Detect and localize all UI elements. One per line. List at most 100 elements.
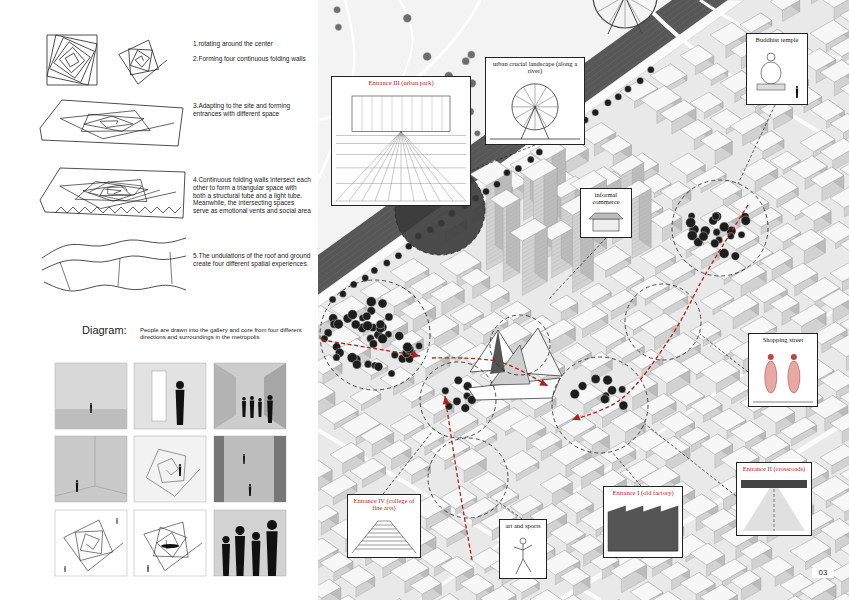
buildings <box>318 0 849 600</box>
focus-circle <box>625 284 701 360</box>
tree <box>376 320 385 329</box>
building-roof <box>700 509 738 532</box>
figure-arms <box>514 545 532 550</box>
building-roof <box>400 298 435 320</box>
tree <box>395 331 404 340</box>
building-floor-line <box>632 198 651 209</box>
building-roof <box>780 263 818 286</box>
building-floor-line <box>632 194 651 205</box>
panel-wall <box>264 363 286 429</box>
building-roof <box>570 457 604 478</box>
building-floor-line <box>632 226 651 237</box>
visitor-routes <box>322 205 748 560</box>
tree <box>527 156 534 163</box>
perspective-grid <box>336 201 466 202</box>
building-floor-line <box>522 240 547 254</box>
building-roof <box>550 595 587 600</box>
building-floor-line <box>552 244 573 256</box>
tree <box>350 281 357 288</box>
triangular-space-sketch <box>55 207 181 213</box>
figure-head <box>258 398 261 401</box>
tree <box>686 218 696 228</box>
building-floor-line <box>522 256 547 270</box>
callout-title: art and sports <box>500 520 546 531</box>
wheel-spoke <box>535 106 558 107</box>
wheel-rim <box>593 0 657 28</box>
figure-head <box>64 566 65 567</box>
building-roof <box>480 586 516 600</box>
building-roof <box>830 114 849 133</box>
building-roof <box>510 415 546 438</box>
experience-panel <box>134 363 206 429</box>
figure-body <box>64 567 65 572</box>
stair-step <box>359 545 410 546</box>
rotation-sketch <box>65 53 79 67</box>
wheel-spoke <box>523 107 535 127</box>
building-floor-line <box>552 252 573 264</box>
experience-panel <box>134 436 206 502</box>
leader-line <box>548 238 606 300</box>
building-roof <box>760 250 792 270</box>
building-roof <box>650 64 687 87</box>
building-roof <box>840 1 849 25</box>
tree <box>731 252 739 260</box>
map-ground <box>318 0 849 600</box>
building-roof <box>360 424 394 445</box>
focus-circle <box>490 315 550 375</box>
tree <box>637 77 644 84</box>
figure-head <box>767 53 775 61</box>
folding-wall-sketch <box>60 111 174 139</box>
building-floor-line <box>552 260 573 272</box>
building-roof <box>720 294 758 318</box>
building-floor-line <box>533 174 557 188</box>
building-roof <box>820 593 849 600</box>
building-roof <box>560 343 591 363</box>
factory-roof <box>608 506 678 551</box>
building-floor-line <box>533 194 557 208</box>
callout-box: Shopping street <box>748 333 818 407</box>
building-floor-line <box>503 259 520 268</box>
building-roof <box>670 153 705 175</box>
experience-panel <box>55 436 127 502</box>
step-note: 4.Continuous folding walls intersect eac… <box>193 176 311 215</box>
figure-legs <box>516 559 531 574</box>
callout-picture <box>749 334 817 406</box>
tree <box>333 354 340 361</box>
building-roof <box>560 567 590 586</box>
building-roof <box>620 374 657 397</box>
callout-title: Buddhist temple <box>747 34 807 45</box>
panel-spiral <box>64 520 123 571</box>
river-texture <box>318 0 690 268</box>
tree <box>454 376 462 384</box>
building-floor-line <box>522 248 547 262</box>
tree <box>570 389 580 399</box>
building-roof <box>330 442 364 463</box>
building-floor-line <box>632 214 651 225</box>
building-floor-line <box>632 210 651 221</box>
figure-head <box>249 484 251 486</box>
building-roof <box>730 420 765 442</box>
building-roof <box>580 427 609 445</box>
figure-head <box>236 526 245 535</box>
tree <box>352 360 361 369</box>
building-floor-line <box>503 263 520 272</box>
figure-head <box>520 538 526 544</box>
figure-body <box>222 544 230 576</box>
altar <box>757 84 785 90</box>
wheel-spoke <box>515 95 535 107</box>
building-roof <box>318 382 335 404</box>
building-roof <box>830 334 849 357</box>
figure-body <box>258 402 262 417</box>
callout-box: Entrance I (old factory) <box>603 486 683 558</box>
tree <box>494 181 501 188</box>
building-roof <box>540 319 575 341</box>
panel-wall <box>214 363 236 429</box>
doorway <box>152 371 166 421</box>
callout-title: Entrance IV (college of fine arts) <box>348 495 420 514</box>
tree <box>321 335 328 342</box>
leader-line <box>468 145 535 172</box>
building-roof <box>830 260 849 282</box>
building-roof <box>690 321 721 340</box>
stair-edge <box>352 521 378 553</box>
building-roof <box>680 45 714 66</box>
